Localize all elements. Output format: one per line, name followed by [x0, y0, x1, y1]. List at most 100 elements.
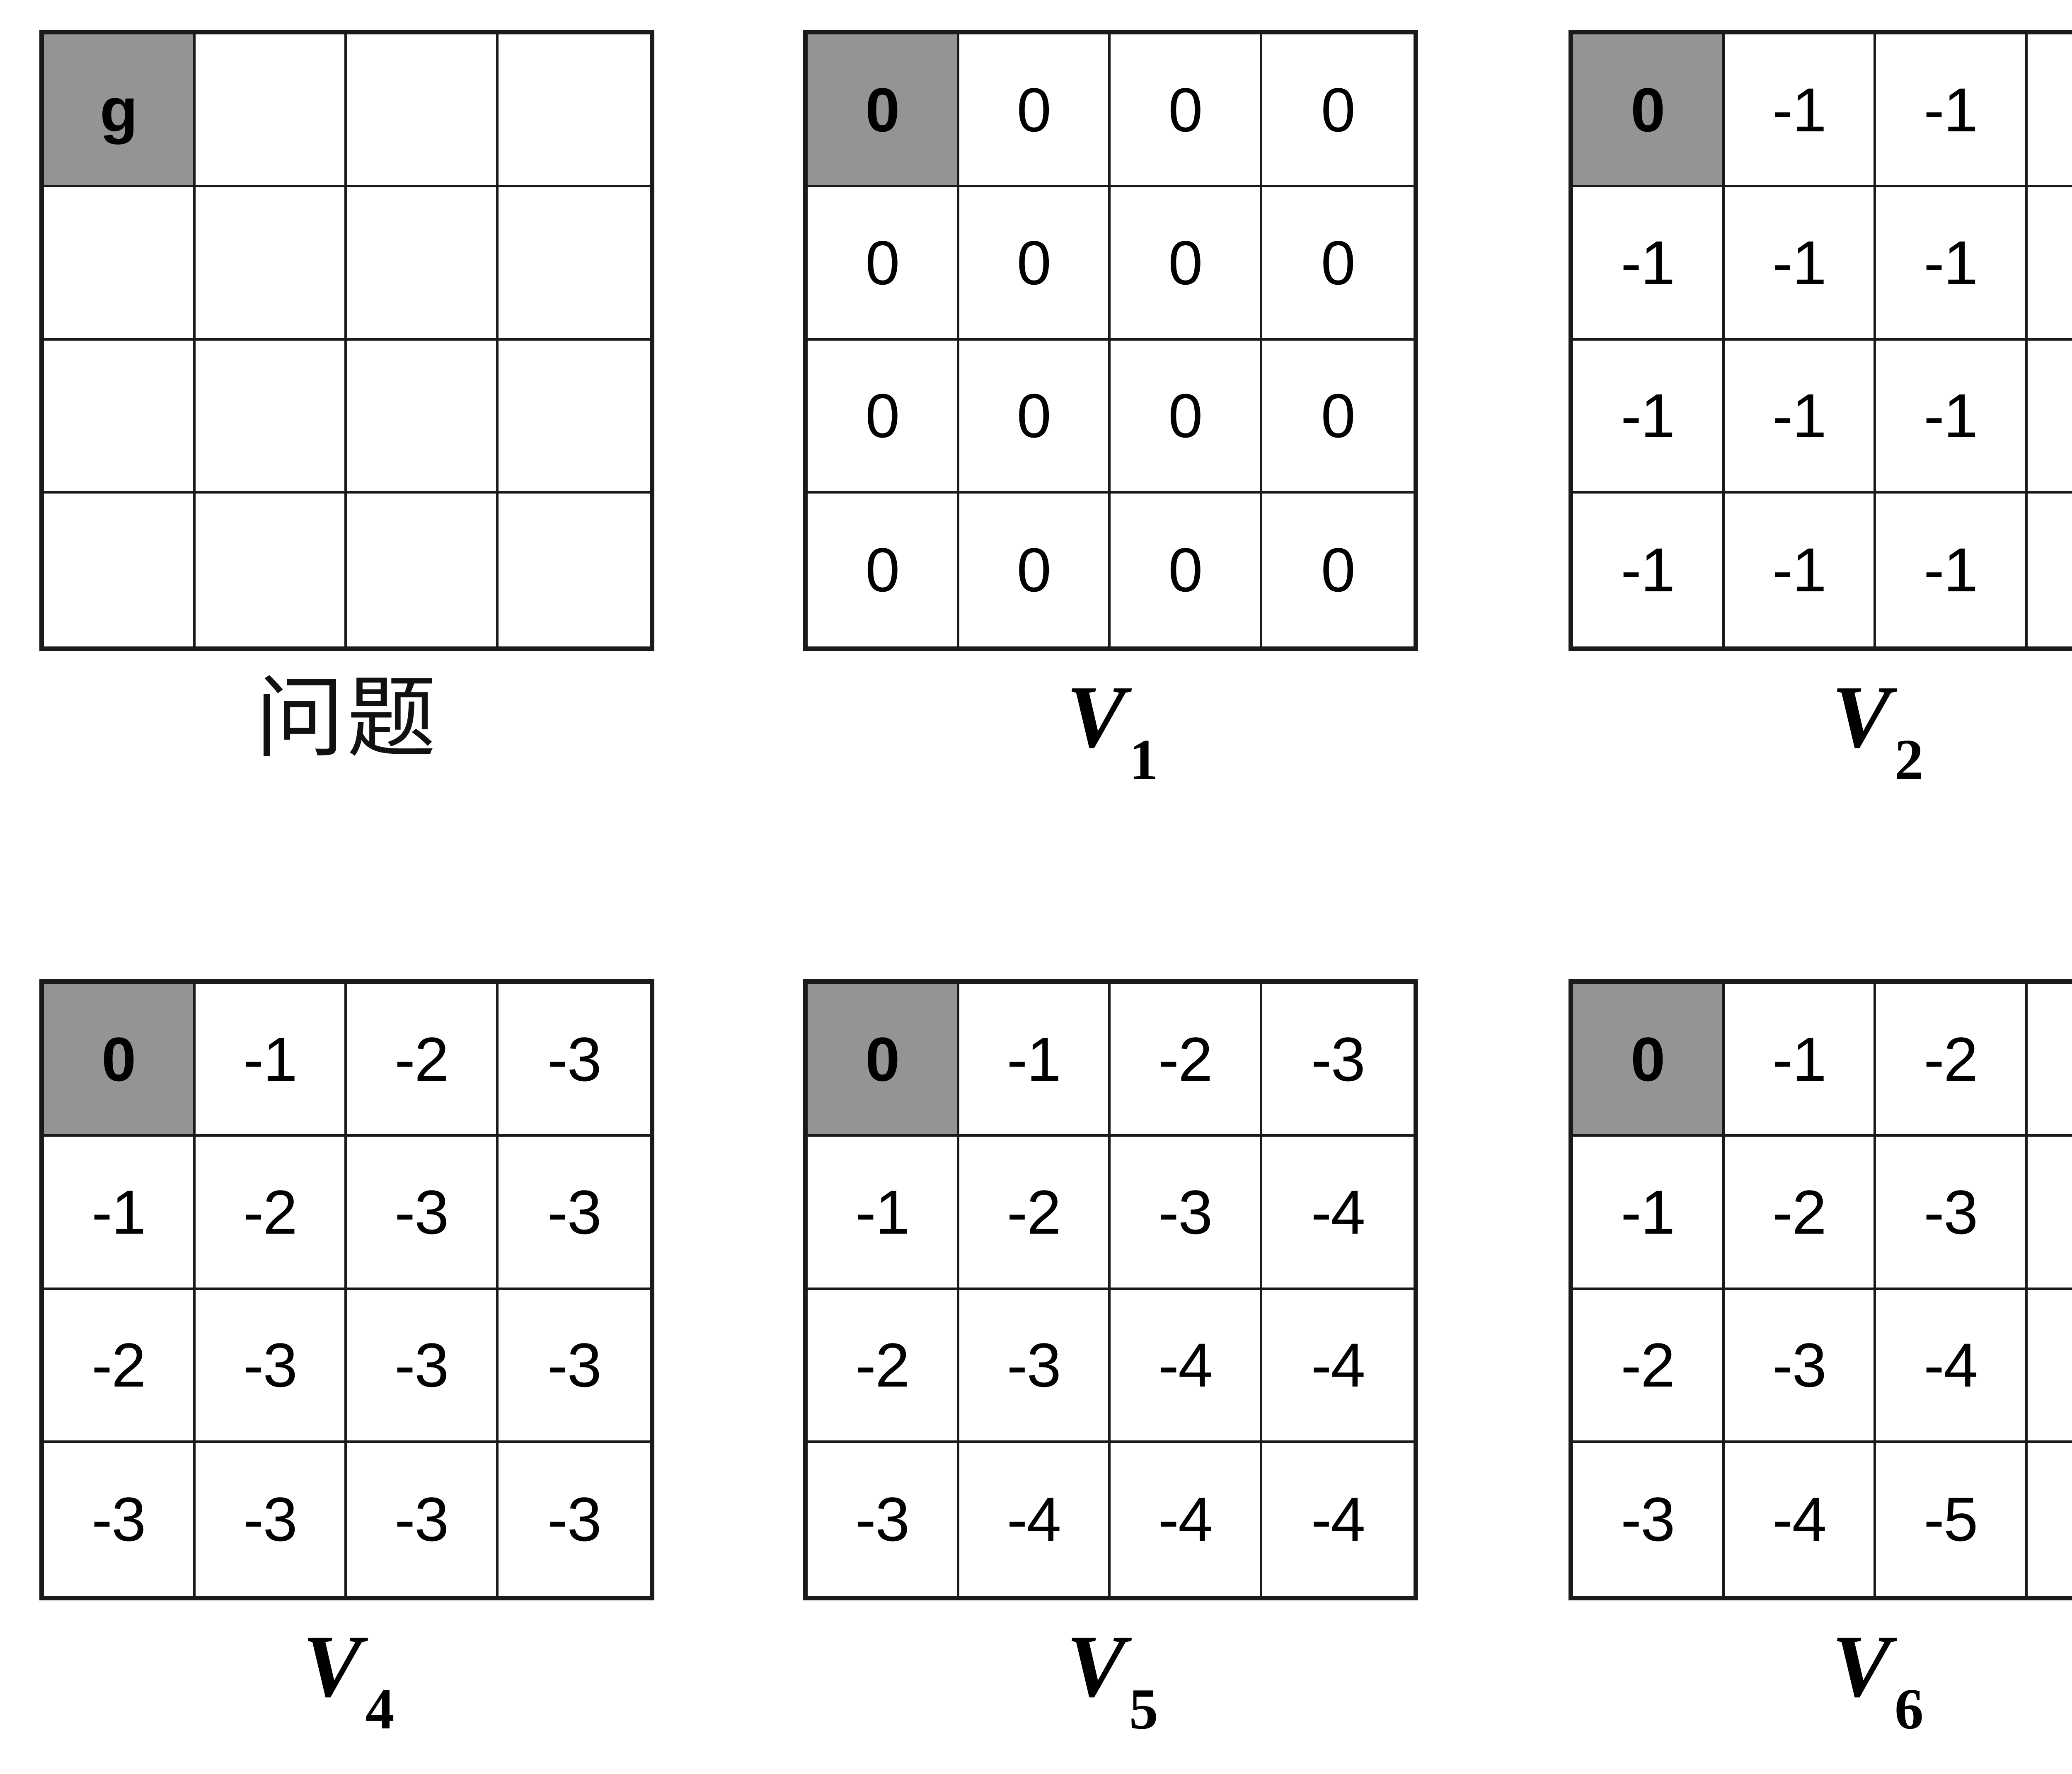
grid-cell: -4 — [1262, 1442, 1414, 1596]
grid-cell: 0 — [808, 340, 959, 494]
caption-symbol: V — [1066, 1617, 1126, 1716]
grid-cell: -3 — [1724, 1290, 1876, 1443]
grid-cell: -2 — [1876, 984, 2028, 1137]
grid-cell: 0 — [959, 340, 1111, 494]
grid-cell: 0 — [959, 187, 1111, 341]
grid-cell: -2 — [1724, 1137, 1876, 1290]
grid-cell: -2 — [195, 1137, 347, 1290]
grid-cell: 0 — [1262, 187, 1414, 341]
grid-cell: 0 — [1111, 34, 1262, 188]
grid-cell: -2 — [44, 1290, 196, 1443]
caption-v4: V4 — [39, 1619, 654, 1744]
grid-cell: -5 — [2027, 1442, 2072, 1596]
grid-cell: -4 — [2027, 1137, 2072, 1290]
caption-v1: V1 — [803, 670, 1418, 794]
grid-cell: -4 — [959, 1442, 1111, 1596]
grid-cell: -3 — [2027, 984, 2072, 1137]
grid-cell — [195, 34, 347, 188]
caption-v2: V2 — [1569, 670, 2072, 794]
grid-cell: -1 — [1876, 187, 2028, 341]
grid-cell: -3 — [195, 1290, 347, 1443]
grid-cell: -1 — [1876, 340, 2028, 494]
grid-v5: 0-1-2-3-1-2-3-4-2-3-4-4-3-4-4-4 — [803, 979, 1418, 1600]
grid-cell — [44, 187, 196, 341]
caption-subscript: 1 — [1129, 728, 1158, 792]
caption-subscript: 5 — [1129, 1677, 1158, 1741]
caption-math: V5 — [1066, 1617, 1158, 1740]
grid-cell: -3 — [498, 984, 650, 1137]
grid-cell: -1 — [1573, 493, 1725, 646]
grid-cell — [347, 187, 499, 341]
grid-cell: -4 — [1111, 1442, 1262, 1596]
grid-cell: -1 — [808, 1137, 959, 1290]
grid-cell — [195, 340, 347, 494]
caption-problem: 问题 — [39, 670, 654, 794]
caption-math: V2 — [1832, 667, 1923, 790]
panel-v6: 0-1-2-3-1-2-3-4-2-3-4-5-3-4-5-5V6 — [1569, 979, 2072, 1740]
grid-cell — [347, 493, 499, 646]
grid-cell — [195, 187, 347, 341]
grid-cell: -5 — [1876, 1442, 2028, 1596]
grid-cell: -1 — [1876, 34, 2028, 188]
caption-text: 问题 — [255, 669, 438, 768]
caption-math: V6 — [1832, 1617, 1923, 1740]
grid-cell: 0 — [1262, 493, 1414, 646]
grid-cell: -2 — [808, 1290, 959, 1443]
grid-cell: -3 — [808, 1442, 959, 1596]
grid-cell: -1 — [2027, 34, 2072, 188]
grid-cell: 0 — [959, 493, 1111, 646]
caption-subscript: 6 — [1894, 1677, 1924, 1741]
grid-cell: -1 — [1724, 34, 1876, 188]
grid-cell: -1 — [2027, 493, 2072, 646]
goal-cell: 0 — [1573, 984, 1725, 1137]
grid-cell: -2 — [1573, 1290, 1725, 1443]
grid-cell: -4 — [1724, 1442, 1876, 1596]
grid-v4: 0-1-2-3-1-2-3-3-2-3-3-3-3-3-3-3 — [39, 979, 654, 1600]
grid-cell: -1 — [1724, 340, 1876, 494]
grid-cell — [347, 340, 499, 494]
grid-cell: -3 — [44, 1442, 196, 1596]
grid-cell: -4 — [1876, 1290, 2028, 1443]
grid-cell: -1 — [959, 984, 1111, 1137]
grid-cell: -2 — [1111, 984, 1262, 1137]
grid-cell: -3 — [347, 1290, 499, 1443]
grid-cell: -3 — [195, 1442, 347, 1596]
caption-symbol: V — [303, 1617, 362, 1716]
goal-cell: g — [44, 34, 196, 188]
grid-cell: 0 — [1111, 340, 1262, 494]
grid-cell: 0 — [1262, 340, 1414, 494]
grid-v6: 0-1-2-3-1-2-3-4-2-3-4-5-3-4-5-5 — [1569, 979, 2072, 1600]
goal-cell: 0 — [44, 984, 196, 1137]
grid-cell: 0 — [808, 493, 959, 646]
grid-cell: -1 — [195, 984, 347, 1137]
grid-cell: 0 — [1111, 493, 1262, 646]
grid-cell — [44, 340, 196, 494]
goal-cell: 0 — [808, 984, 959, 1137]
grid-cell: -1 — [1724, 187, 1876, 341]
caption-subscript: 4 — [365, 1677, 395, 1741]
grid-cell: -3 — [959, 1290, 1111, 1443]
grid-cell: -3 — [347, 1137, 499, 1290]
grid-cell: -2 — [347, 984, 499, 1137]
grid-cell: -1 — [1724, 493, 1876, 646]
caption-symbol: V — [1832, 667, 1891, 766]
grid-cell: -4 — [1262, 1137, 1414, 1290]
panel-v2: 0-1-1-1-1-1-1-1-1-1-1-1-1-1-1-1V2 — [1569, 30, 2072, 790]
grid-cell: -3 — [1876, 1137, 2028, 1290]
grid-cell — [347, 34, 499, 188]
caption-symbol: V — [1832, 1617, 1891, 1716]
grid-cell: -3 — [498, 1137, 650, 1290]
grid-cell: -1 — [1573, 340, 1725, 494]
grid-cell: -4 — [1262, 1290, 1414, 1443]
grid-cell — [498, 187, 650, 341]
grid-cell: 0 — [808, 187, 959, 341]
grid-cell: 0 — [959, 34, 1111, 188]
grid-cell: -5 — [2027, 1290, 2072, 1443]
goal-cell: 0 — [1573, 34, 1725, 188]
grid-cell: -3 — [1111, 1137, 1262, 1290]
